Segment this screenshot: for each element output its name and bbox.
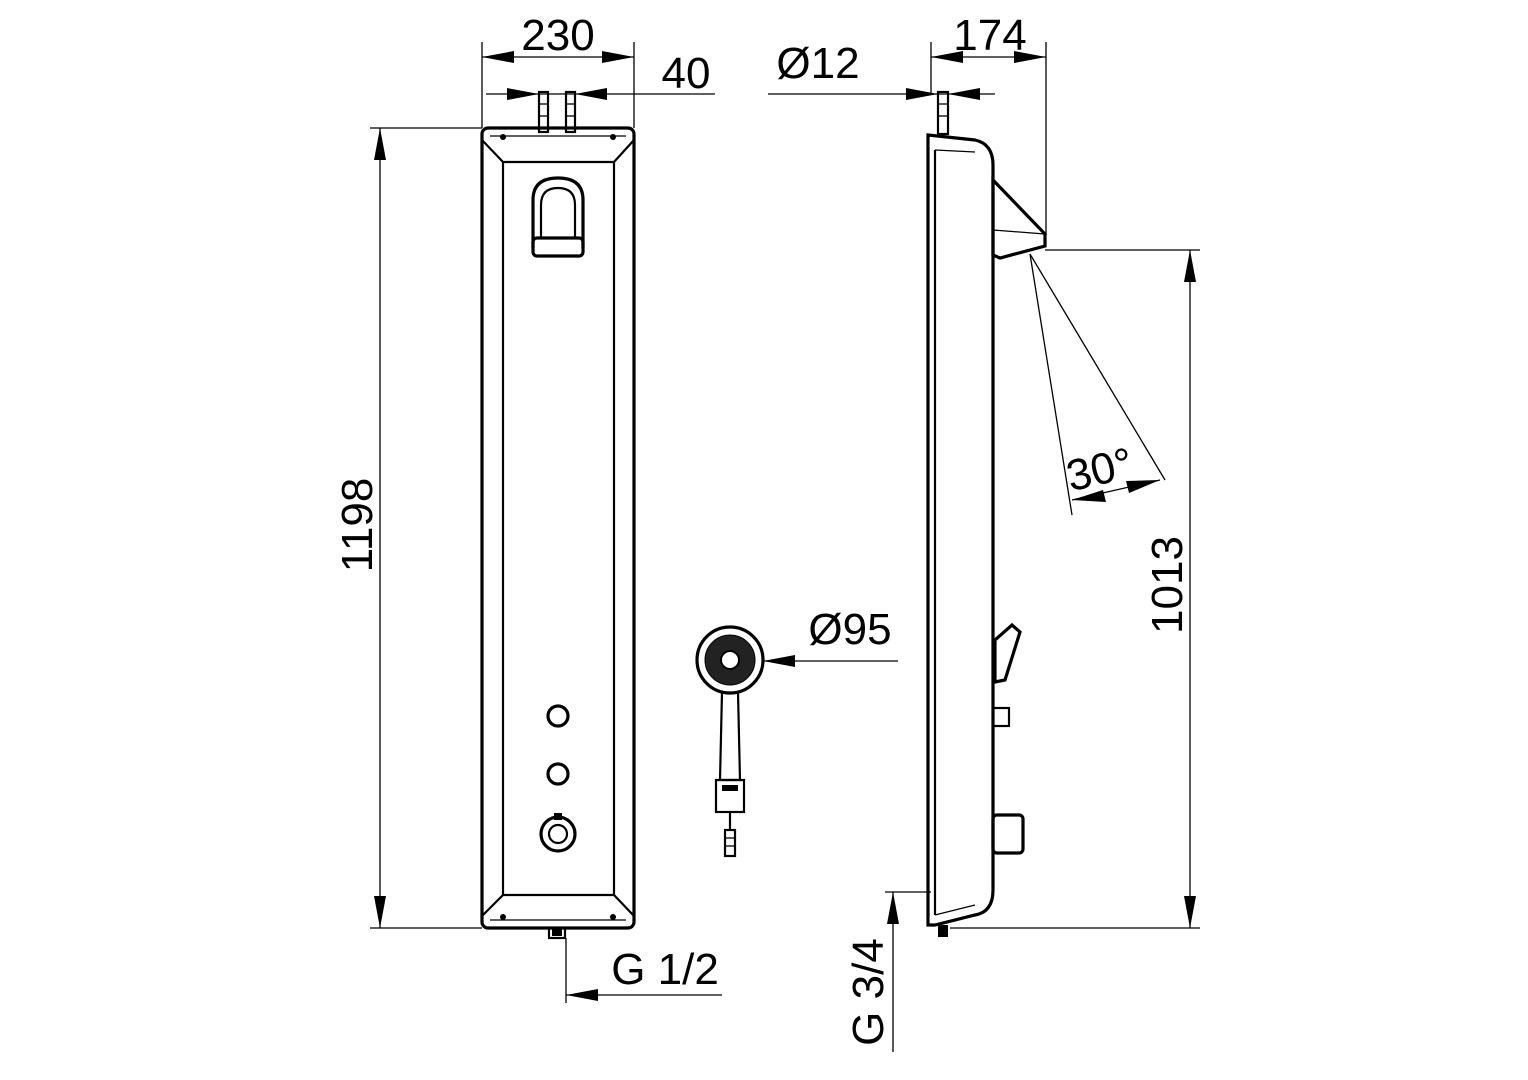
label-front-width: 230 <box>521 11 594 60</box>
label-pipe-spacing: 40 <box>662 49 711 98</box>
side-shower-arm <box>991 176 1047 260</box>
label-side-depth: 174 <box>953 11 1026 60</box>
temperature-knob <box>539 813 577 853</box>
front-panel-outline <box>480 126 636 930</box>
label-height-outlet: 1013 <box>1143 536 1192 634</box>
label-bottom-connection: G 1/2 <box>611 945 719 994</box>
side-panel-outline <box>926 133 995 927</box>
front-view <box>480 90 636 940</box>
label-handshower-diameter: Ø95 <box>808 605 891 654</box>
side-view <box>926 90 1047 937</box>
hand-shower <box>695 625 765 858</box>
shower-head <box>531 176 585 258</box>
dimension-lines <box>370 42 1200 1052</box>
push-button-lower <box>546 762 570 786</box>
label-spray-angle: 30° <box>1062 439 1138 502</box>
push-button-upper <box>546 704 570 728</box>
label-side-connection: G 3/4 <box>844 938 893 1046</box>
label-pipe-diameter: Ø12 <box>776 39 859 88</box>
dimension-labels: 230 40 Ø12 174 1198 1013 30° Ø95 G 1/2 G… <box>333 11 1192 1046</box>
label-height-total: 1198 <box>333 478 382 573</box>
top-pipes <box>537 90 577 134</box>
